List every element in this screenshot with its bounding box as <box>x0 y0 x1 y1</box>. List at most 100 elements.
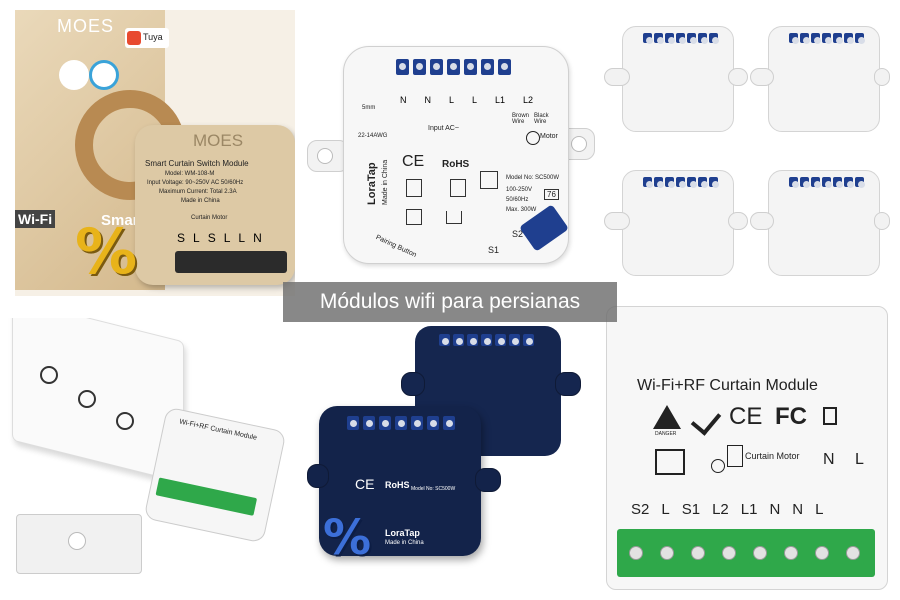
black-rohs-mark: RoHS <box>385 480 410 490</box>
terminal-label: L1 <box>495 95 506 105</box>
model-label: Model No: SC500W <box>506 175 560 181</box>
weee-icon <box>823 407 837 425</box>
code-label: 76 <box>544 189 559 200</box>
terminal-label: L <box>661 501 670 518</box>
rf-fc-mark: FC <box>775 403 807 430</box>
mount-hole <box>317 148 333 164</box>
terminal-label: L <box>815 501 824 518</box>
terminal-label: S1 <box>681 501 701 518</box>
wire-gauge-label: 22-14AWG <box>358 133 388 139</box>
moes-side-text-2: Smar <box>101 212 139 229</box>
mount-hole <box>571 136 587 152</box>
motor-label: Motor <box>540 133 558 140</box>
moes-module-title: Smart Curtain Switch Module <box>145 159 249 168</box>
terminal-label: L2 <box>523 95 534 105</box>
rf-terminal-block <box>617 529 875 577</box>
terminal-label: N <box>769 501 781 518</box>
moes-terminal-block <box>175 251 287 273</box>
rf-curtain-module-image: Wi-Fi+RF Curtain Module DANGER CE FC Cur… <box>604 302 890 592</box>
terminal-block <box>396 59 511 75</box>
danger-icon <box>653 405 681 429</box>
terminal-label: L <box>223 231 231 245</box>
terminal-label: L <box>238 231 246 245</box>
length-label: 5mm <box>362 105 376 111</box>
spec-frequency: 50/60Hz <box>506 197 529 203</box>
wall-switch-kit-image: Wi-Fi+RF Curtain Module <box>8 318 298 588</box>
moes-module-logo: MOES <box>193 131 244 150</box>
terminal-label: N <box>792 501 804 518</box>
switch-down-button-icon[interactable] <box>116 412 134 430</box>
rf-ce-mark: CE <box>729 403 763 430</box>
mini-module <box>768 170 880 276</box>
loratap-black-modules-image: CE RoHS Model No: SC500W LoraTap Made in… <box>305 322 595 590</box>
switch-pause-button-icon[interactable] <box>78 390 96 408</box>
input-label: Input AC~ <box>428 125 459 132</box>
motor-icon <box>526 131 540 145</box>
rf-motor-label: Curtain Motor <box>745 451 800 461</box>
discount-badge: % <box>75 215 138 288</box>
tuya-logo: Tuya <box>125 28 169 48</box>
moes-voltage: Input Voltage: 90~250V AC 50/60Hz <box>147 180 244 186</box>
terminal-label: S2 <box>631 501 650 518</box>
switch-diagram-icon <box>655 449 685 475</box>
pairing-button-label: Pairing Button <box>374 234 418 259</box>
terminal-label: L2 <box>712 501 729 518</box>
mini-module <box>622 170 734 276</box>
terminal-label: L <box>193 231 200 245</box>
loratap-origin: Made in China <box>382 159 389 205</box>
ce-mark: CE <box>402 153 425 170</box>
black-origin: Made in China <box>385 540 424 546</box>
recycle-bin-icon <box>406 179 422 197</box>
mount-hole <box>68 532 86 550</box>
four-module-pack-image <box>602 20 890 278</box>
black-model-label: Model No: SC500W <box>411 486 456 492</box>
s2-label: S2 <box>512 229 524 239</box>
black-brand: LoraTap <box>385 528 420 538</box>
mini-module <box>622 26 734 132</box>
small-module-title: Wi-Fi+RF Curtain Module <box>178 418 258 442</box>
terminal-label: N <box>400 95 407 105</box>
terminal-label: L <box>449 95 455 105</box>
moes-motor-label: Curtain Motor <box>191 215 228 221</box>
ground-icon <box>711 459 725 473</box>
terminal-label: L <box>472 95 478 105</box>
caption-banner: Módulos wifi para persianas <box>283 282 617 322</box>
tuya-icon <box>127 31 141 45</box>
loratap-white-module-image: 5mm 22-14AWG N N L L L1 L2 Input AC~ Bro… <box>303 40 595 270</box>
black-module-front: CE RoHS Model No: SC500W LoraTap Made in… <box>319 406 481 556</box>
moes-current: Maximum Current: Total 2.3A <box>159 189 237 195</box>
terminal-label: S <box>177 231 186 245</box>
rf-top-terminal-l: L <box>855 451 864 468</box>
black-ce-mark: CE <box>355 476 375 492</box>
rf-module-title: Wi-Fi+RF Curtain Module <box>637 377 818 394</box>
moes-model: Model: WM-108-M <box>165 171 215 177</box>
spec-voltage: 100-250V <box>506 187 533 193</box>
switch-up-button-icon[interactable] <box>40 366 58 384</box>
switch-icon <box>480 171 498 189</box>
terminal-label: N <box>253 231 262 245</box>
discount-badge: % <box>323 510 372 566</box>
moes-side-text: Wi-Fi <box>15 210 56 228</box>
moes-module: MOES Smart Curtain Switch Module Model: … <box>135 125 295 285</box>
s1-label: S1 <box>488 245 500 255</box>
black-wire-label: Black Wire <box>534 113 549 125</box>
small-terminal-block <box>155 477 258 516</box>
danger-label: DANGER <box>655 431 677 437</box>
moes-terminal-labels: S L S L L N <box>177 231 262 245</box>
moes-product-image: MOES Tuya Wi-Fi Smar MOES Smart Curtain … <box>15 10 295 296</box>
spec-power: Max. 300W <box>506 207 537 213</box>
recycle-bin-icon <box>450 179 466 197</box>
terminal-label: L1 <box>740 501 758 518</box>
terminal-label: S <box>207 231 216 245</box>
terminal-label: N <box>424 95 432 105</box>
assistant-icons <box>59 60 89 90</box>
motor-box-icon <box>727 445 743 467</box>
rf-bottom-terminal-labels: S2 L S1 L2 L1 N N L <box>631 501 823 518</box>
brown-wire-label: Brown Wire <box>512 113 530 125</box>
rf-top-terminal-n: N <box>823 451 835 468</box>
small-rf-module: Wi-Fi+RF Curtain Module <box>143 406 287 544</box>
alexa-icon <box>89 60 119 90</box>
loratap-white-body: 5mm 22-14AWG N N L L L1 L2 Input AC~ Bro… <box>343 46 569 264</box>
loratap-brand: LoraTap <box>366 162 378 205</box>
double-insulation-icon <box>406 209 422 225</box>
